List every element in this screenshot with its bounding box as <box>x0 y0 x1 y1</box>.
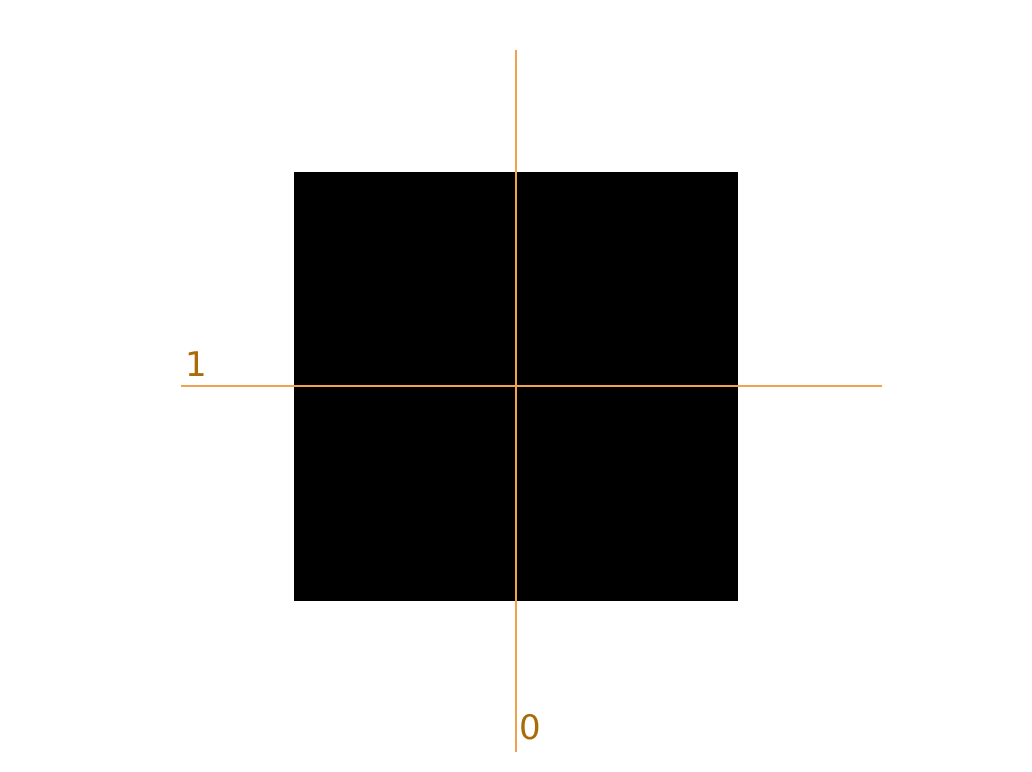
vertical-line <box>515 50 517 752</box>
horizontal-line <box>181 385 882 387</box>
vertical-line-label: 0 <box>519 708 541 748</box>
horizontal-line-label: 1 <box>185 345 207 385</box>
